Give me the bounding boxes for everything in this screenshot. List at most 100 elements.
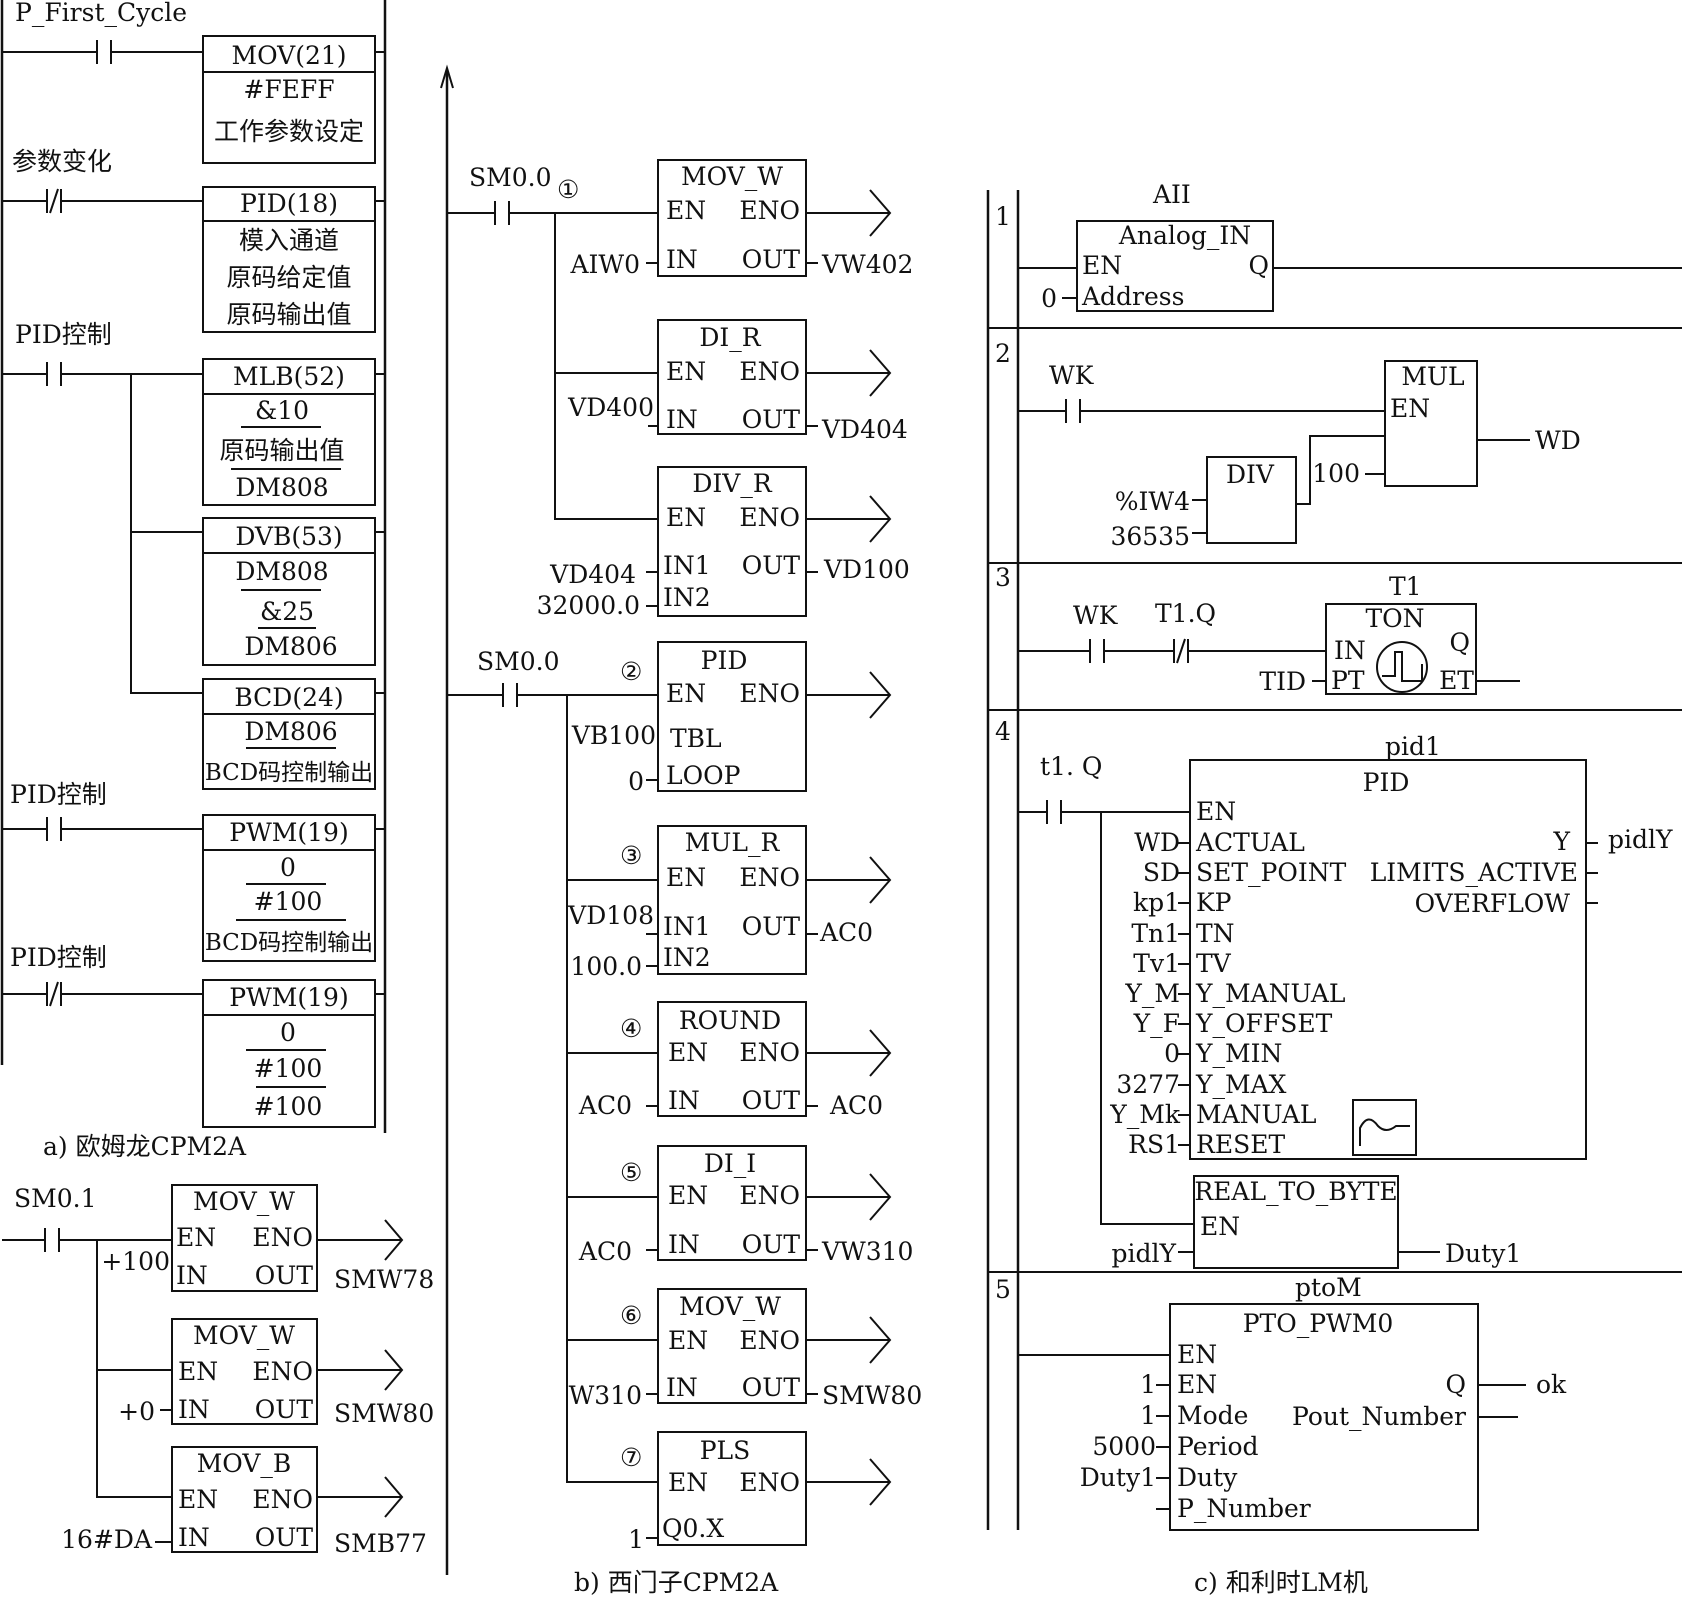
pid-input-var: SD: [1143, 858, 1180, 887]
svg-text:ok: ok: [1536, 1370, 1567, 1399]
box-operand: #100: [254, 1054, 323, 1083]
svg-text:IN1: IN1: [663, 551, 711, 580]
svg-text:pid1: pid1: [1385, 732, 1441, 761]
svg-text:ptoM: ptoM: [1295, 1273, 1362, 1302]
pto-input-pin: Period: [1177, 1432, 1259, 1461]
pid-input-var: WD: [1134, 828, 1180, 857]
svg-text:Duty1: Duty1: [1445, 1239, 1521, 1268]
block-input: +0: [118, 1397, 155, 1426]
svg-text:TBL: TBL: [670, 724, 722, 753]
svg-text:OUT: OUT: [742, 912, 801, 941]
init-block-2: MOV_W EN ENO IN OUT +0 SMW80: [118, 1318, 434, 1428]
svg-text:EN: EN: [668, 1468, 708, 1497]
block-output: SMW80: [334, 1399, 434, 1428]
svg-text:REAL_TO_BYTE: REAL_TO_BYTE: [1194, 1177, 1397, 1206]
rung-number: 3: [995, 563, 1011, 592]
box-operand: #100: [254, 1092, 323, 1121]
pto-input-var: 5000: [1092, 1432, 1156, 1461]
svg-text:ENO: ENO: [739, 1181, 800, 1210]
svg-text:Q: Q: [1446, 1370, 1467, 1399]
svg-text:IN2: IN2: [663, 583, 711, 612]
pid-input-pin: Y_OFFSET: [1195, 1009, 1333, 1038]
pin-out: OUT: [255, 1523, 314, 1552]
box-operand: DM808: [235, 473, 328, 502]
svg-text:EN: EN: [1200, 1212, 1240, 1241]
svg-text:ENO: ENO: [739, 1468, 800, 1497]
svg-text:Q0.X: Q0.X: [662, 1514, 724, 1543]
block-output: SMB77: [334, 1529, 427, 1558]
pid-input-pin: KP: [1196, 888, 1232, 917]
svg-text:Address: Address: [1081, 282, 1184, 311]
svg-text:PLS: PLS: [700, 1436, 751, 1465]
svg-text:VD404: VD404: [549, 560, 636, 589]
svg-text:IN: IN: [1334, 636, 1366, 665]
marker: ⑤: [620, 1158, 642, 1187]
svg-text:ENO: ENO: [739, 357, 800, 386]
pid-input-pin: TN: [1196, 919, 1235, 948]
svg-text:MUL_R: MUL_R: [685, 828, 781, 857]
rung-analog-in: AII Analog_IN EN Q Address 0: [1018, 180, 1682, 313]
svg-text:TON: TON: [1365, 604, 1424, 633]
svg-text:TID: TID: [1259, 667, 1306, 696]
svg-text:VW402: VW402: [821, 250, 913, 279]
svg-text:EN: EN: [668, 1326, 708, 1355]
box-operand: BCD码控制输出: [205, 930, 373, 956]
svg-text:WK: WK: [1049, 361, 1095, 390]
function-box: [202, 186, 376, 333]
pid-input-pin: RESET: [1196, 1130, 1285, 1159]
svg-text:Q: Q: [1450, 628, 1471, 657]
svg-text:OUT: OUT: [742, 1086, 801, 1115]
svg-text:DIV: DIV: [1226, 460, 1275, 489]
marker: ②: [620, 657, 642, 686]
svg-text:1: 1: [628, 1525, 644, 1554]
function-box: [202, 517, 376, 666]
svg-text:OUT: OUT: [742, 1230, 801, 1259]
svg-text:LOOP: LOOP: [666, 761, 740, 790]
pin-in: IN: [176, 1261, 208, 1290]
pid-input-var: 3277: [1116, 1070, 1180, 1099]
box-operand: &10: [255, 396, 309, 425]
svg-text:pidlY: pidlY: [1111, 1239, 1176, 1268]
rung-number: 2: [995, 339, 1011, 368]
svg-text:AII: AII: [1152, 180, 1191, 209]
svg-text:0: 0: [1041, 284, 1057, 313]
pin-eno: ENO: [252, 1223, 313, 1252]
pid-input-var: Tv1: [1133, 949, 1180, 978]
box-operand: #100: [254, 887, 323, 916]
rung-number: 1: [995, 202, 1011, 231]
svg-text:Q: Q: [1249, 251, 1270, 280]
box-operand: #FEFF: [243, 75, 334, 104]
svg-text:EN: EN: [668, 1181, 708, 1210]
pid-input-pin: Y_MAX: [1195, 1070, 1287, 1099]
pin-out: OUT: [255, 1395, 314, 1424]
svg-text:EN: EN: [666, 863, 706, 892]
block-input: 16#DA: [61, 1525, 153, 1554]
svg-text:32000.0: 32000.0: [537, 591, 640, 620]
svg-text:ENO: ENO: [739, 196, 800, 225]
svg-text:Analog_IN: Analog_IN: [1118, 221, 1251, 250]
rung-ton: WK T1.Q T1 TON IN PT Q ET TID: [1018, 572, 1520, 696]
box-operand: 工作参数设定: [214, 117, 364, 146]
svg-text:VD400: VD400: [567, 393, 654, 422]
box-operand: DM806: [244, 717, 337, 746]
svg-text:AC0: AC0: [578, 1091, 632, 1120]
pid-input-var: kp1: [1133, 888, 1180, 917]
svg-text:IN1: IN1: [663, 912, 711, 941]
block-output: SMW78: [334, 1265, 434, 1294]
pto-input-var: 1: [1140, 1401, 1156, 1430]
svg-text:OUT: OUT: [742, 405, 801, 434]
svg-text:100: 100: [1312, 459, 1360, 488]
svg-text:ENO: ENO: [739, 1326, 800, 1355]
svg-text:AC0: AC0: [829, 1091, 883, 1120]
svg-text:OUT: OUT: [742, 551, 801, 580]
contact-label: SM0.1: [14, 1184, 96, 1213]
svg-text:Y: Y: [1552, 827, 1570, 856]
svg-text:EN: EN: [666, 196, 706, 225]
